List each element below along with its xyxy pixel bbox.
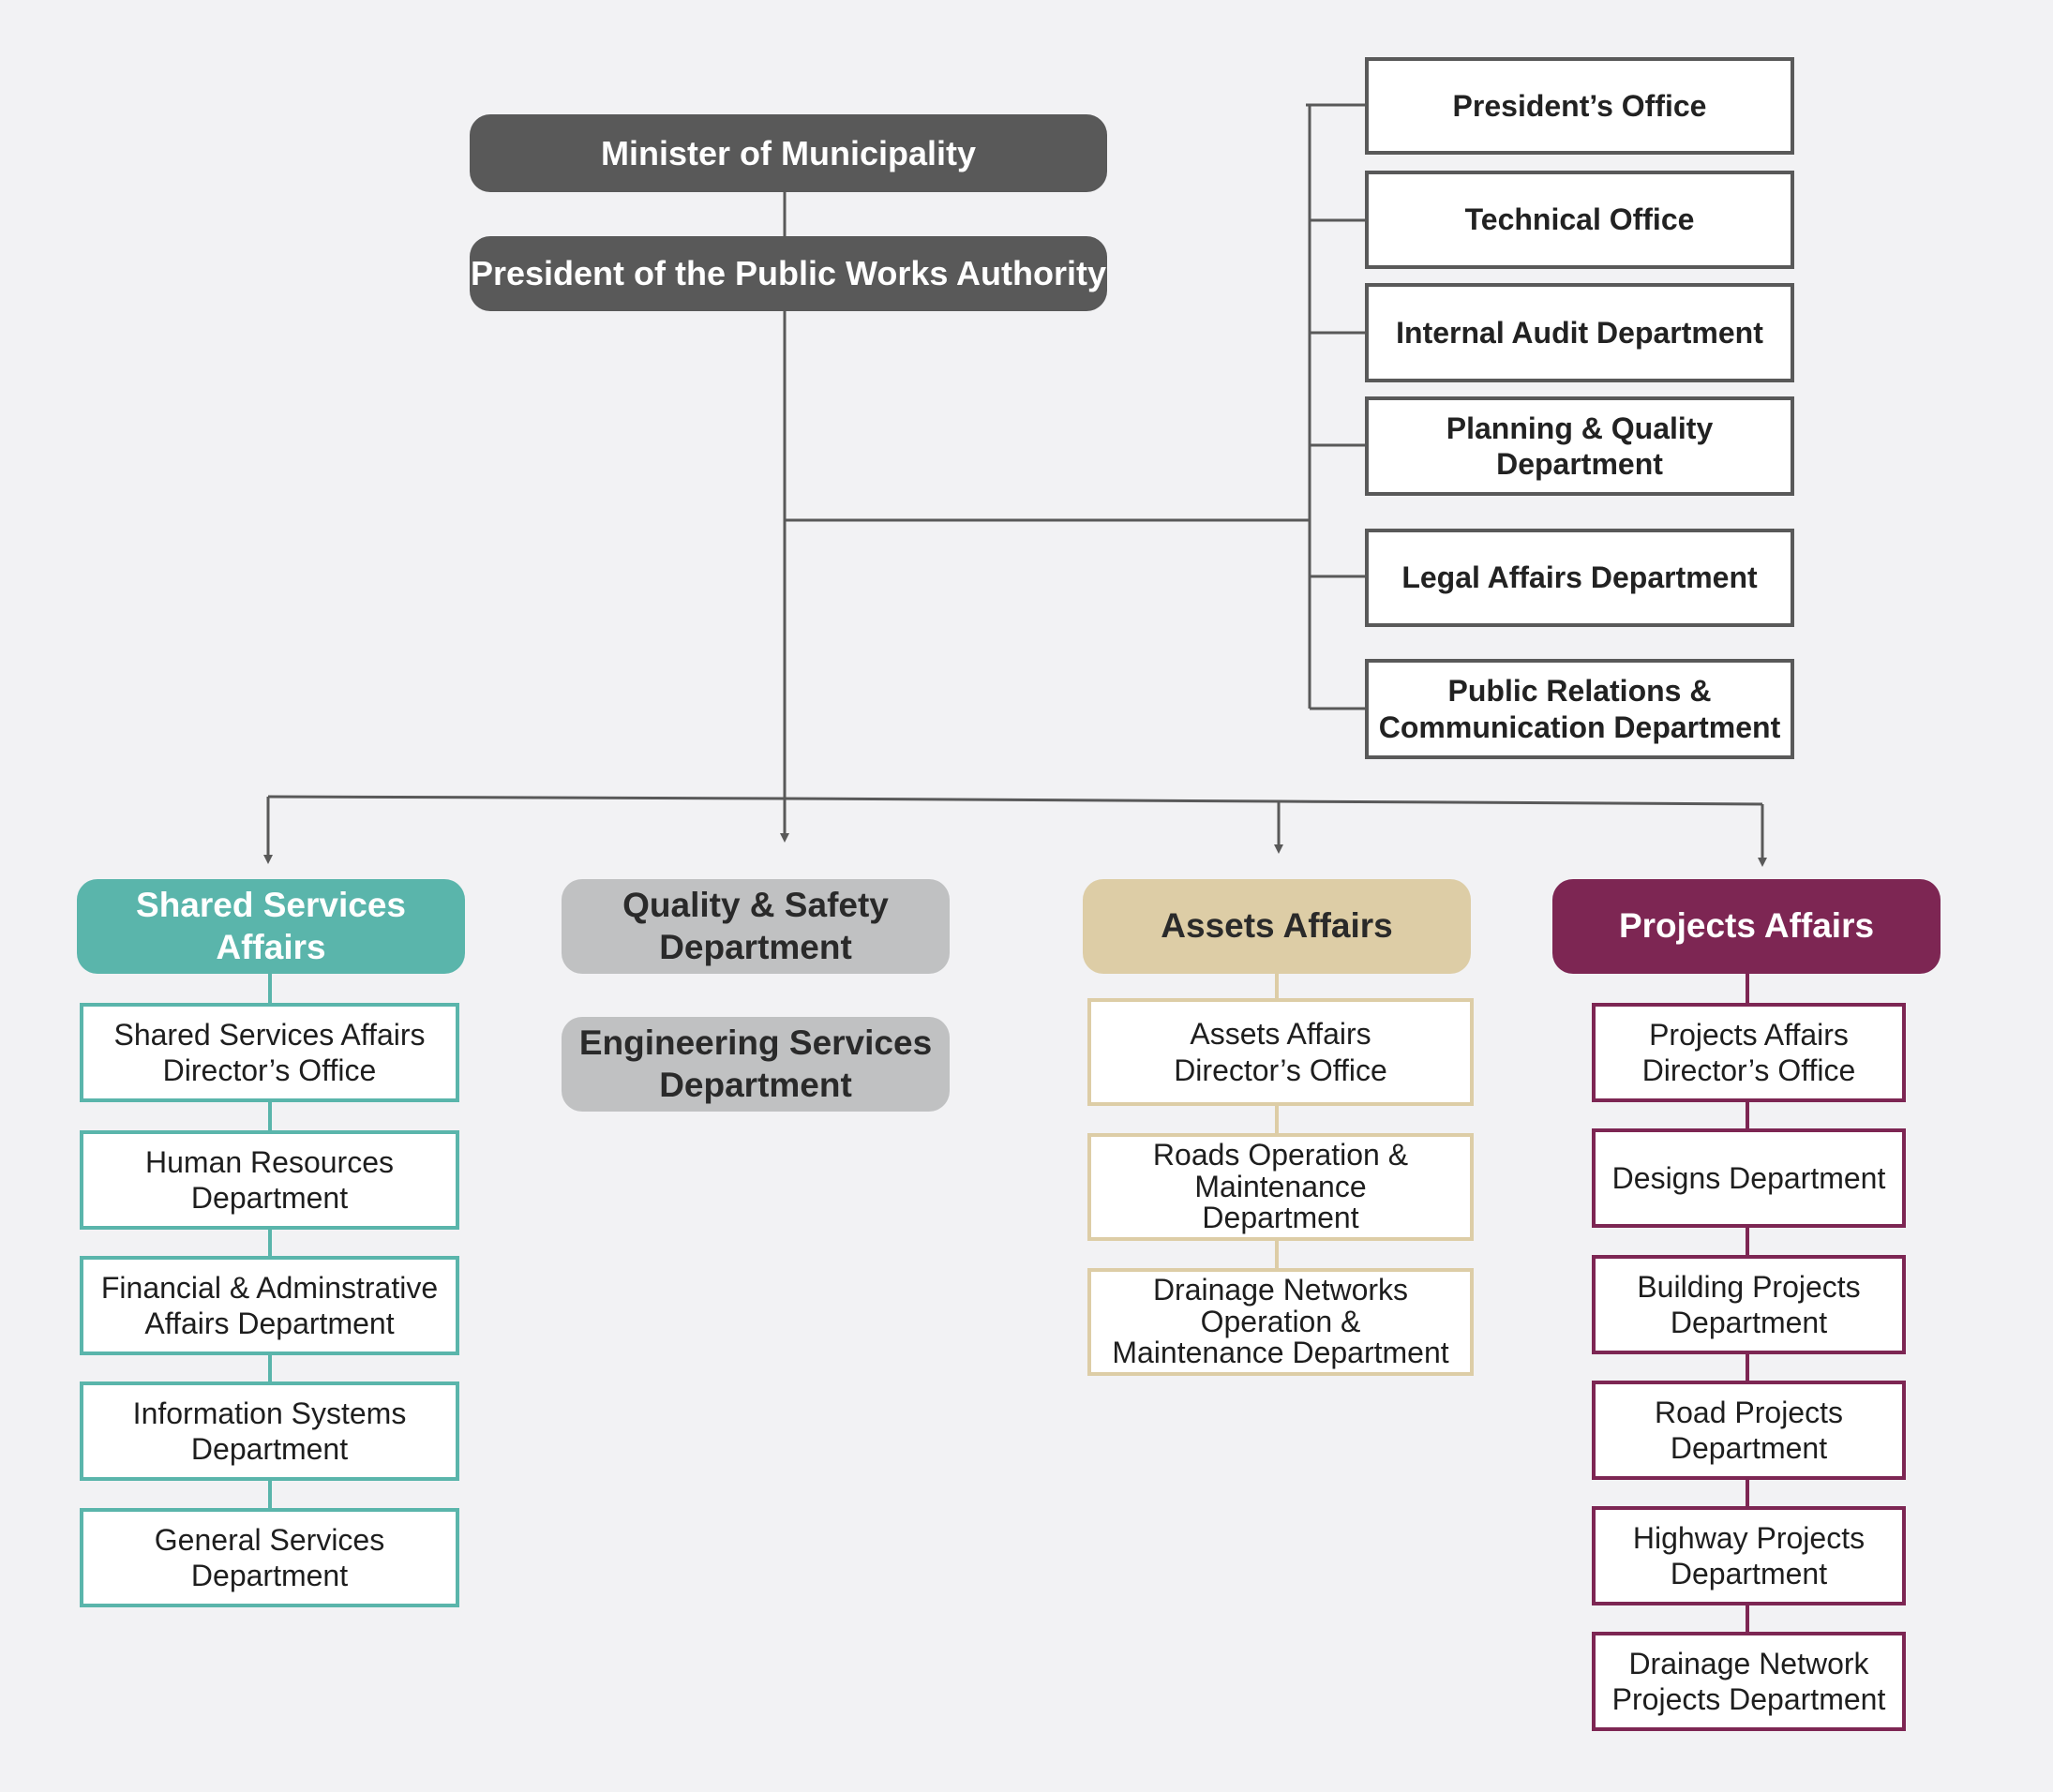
quality-safety-label: Quality & Safety Department xyxy=(622,886,889,966)
technical-office-box: Technical Office xyxy=(1365,171,1794,269)
department-label: Shared Services Affairs Director’s Offic… xyxy=(113,1017,426,1087)
legal-affairs-box: Legal Affairs Department xyxy=(1365,529,1794,627)
projects-dept-box: Designs Department xyxy=(1592,1128,1906,1228)
shared-services-title: Shared Services Affairs xyxy=(136,886,406,966)
hierarchy-lines xyxy=(263,103,1767,867)
presidents-office-box: President’s Office xyxy=(1365,57,1794,155)
shared-services-header: Shared Services Affairs xyxy=(77,879,465,974)
president-box: President of the Public Works Authority xyxy=(470,236,1107,311)
office-label: Public Relations & Communication Departm… xyxy=(1378,674,1781,744)
minister-box: Minister of Municipality xyxy=(470,114,1107,192)
department-label: Drainage Network Projects Department xyxy=(1611,1646,1886,1716)
department-label: Drainage Networks Operation & Maintenanc… xyxy=(1112,1273,1449,1370)
department-label: Information Systems Department xyxy=(132,1396,407,1466)
department-label: Highway Projects Department xyxy=(1632,1520,1866,1590)
office-label: President’s Office xyxy=(1452,88,1707,123)
president-label: President of the Public Works Authority xyxy=(470,254,1107,293)
projects-dept-box: Projects Affairs Director’s Office xyxy=(1592,1003,1906,1102)
shared-services-dept-box: Financial & Adminstrative Affairs Depart… xyxy=(80,1256,459,1355)
engineering-services-box: Engineering Services Department xyxy=(562,1017,950,1112)
shared-services-dept-box: Information Systems Department xyxy=(80,1381,459,1481)
department-label: General Services Department xyxy=(154,1522,385,1592)
office-label: Legal Affairs Department xyxy=(1401,560,1758,595)
planning-quality-box: Planning & Quality Department xyxy=(1365,396,1794,496)
assets-dept-box: Drainage Networks Operation & Maintenanc… xyxy=(1087,1268,1474,1376)
shared-services-dept-box: Shared Services Affairs Director’s Offic… xyxy=(80,1003,459,1102)
projects-dept-box: Drainage Network Projects Department xyxy=(1592,1632,1906,1731)
department-label: Road Projects Department xyxy=(1655,1395,1843,1465)
projects-dept-box: Building Projects Department xyxy=(1592,1255,1906,1354)
shared-services-dept-box: Human Resources Department xyxy=(80,1130,459,1230)
department-label: Designs Department xyxy=(1611,1160,1886,1195)
department-label: Financial & Adminstrative Affairs Depart… xyxy=(100,1270,439,1340)
public-relations-box: Public Relations & Communication Departm… xyxy=(1365,659,1794,759)
projects-title: Projects Affairs xyxy=(1618,906,1875,946)
department-label: Human Resources Department xyxy=(145,1144,394,1215)
department-label: Projects Affairs Director’s Office xyxy=(1641,1017,1856,1087)
assets-title: Assets Affairs xyxy=(1161,906,1393,946)
office-label: Internal Audit Department xyxy=(1396,315,1763,350)
projects-dept-box: Highway Projects Department xyxy=(1592,1506,1906,1605)
department-label: Assets Affairs Director’s Office xyxy=(1174,1017,1387,1087)
assets-dept-box: Assets Affairs Director’s Office xyxy=(1087,998,1474,1106)
office-label: Technical Office xyxy=(1464,202,1695,237)
department-label: Building Projects Department xyxy=(1637,1269,1861,1339)
internal-audit-box: Internal Audit Department xyxy=(1365,283,1794,382)
quality-safety-box: Quality & Safety Department xyxy=(562,879,950,974)
department-label: Roads Operation & Maintenance Department xyxy=(1152,1138,1409,1235)
assets-header: Assets Affairs xyxy=(1083,879,1471,974)
assets-dept-box: Roads Operation & Maintenance Department xyxy=(1087,1133,1474,1241)
engineering-services-label: Engineering Services Department xyxy=(578,1023,933,1104)
projects-header: Projects Affairs xyxy=(1552,879,1941,974)
shared-services-dept-box: General Services Department xyxy=(80,1508,459,1607)
projects-dept-box: Road Projects Department xyxy=(1592,1381,1906,1480)
minister-label: Minister of Municipality xyxy=(600,133,977,172)
office-label: Planning & Quality Department xyxy=(1446,411,1714,481)
